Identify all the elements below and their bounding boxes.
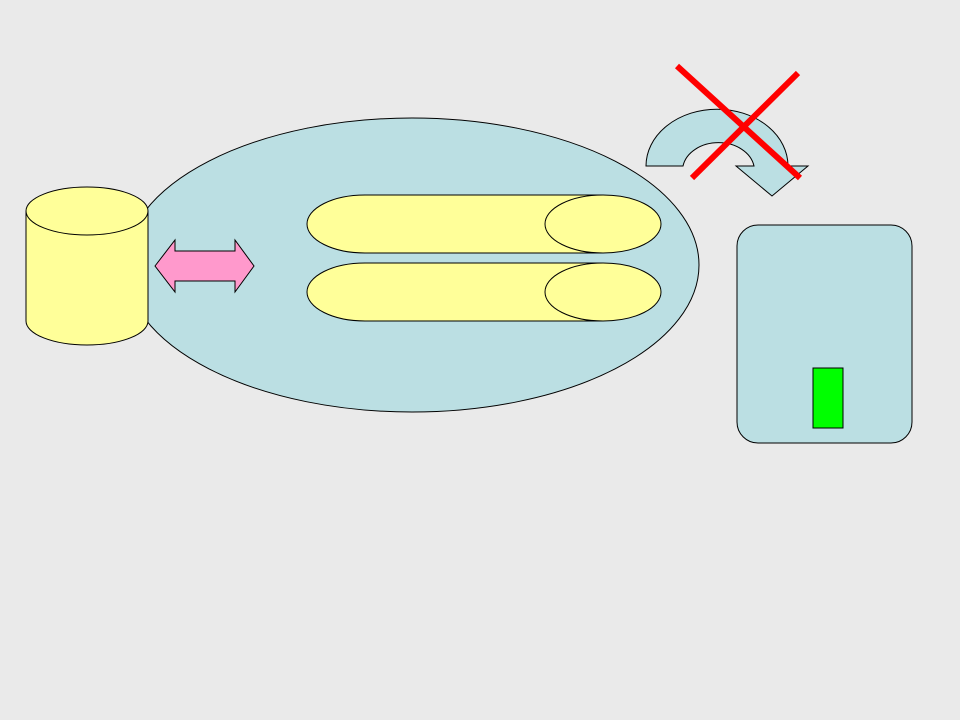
green-indicator xyxy=(812,367,844,429)
cross-mark-icon xyxy=(674,63,803,181)
target-box xyxy=(736,224,913,444)
double-arrow-icon xyxy=(154,238,255,294)
capsule-cylinder xyxy=(306,262,662,322)
database-cylinder-icon xyxy=(25,186,149,346)
capsule-cylinder xyxy=(306,194,662,254)
curved-arrow-icon xyxy=(645,108,810,197)
